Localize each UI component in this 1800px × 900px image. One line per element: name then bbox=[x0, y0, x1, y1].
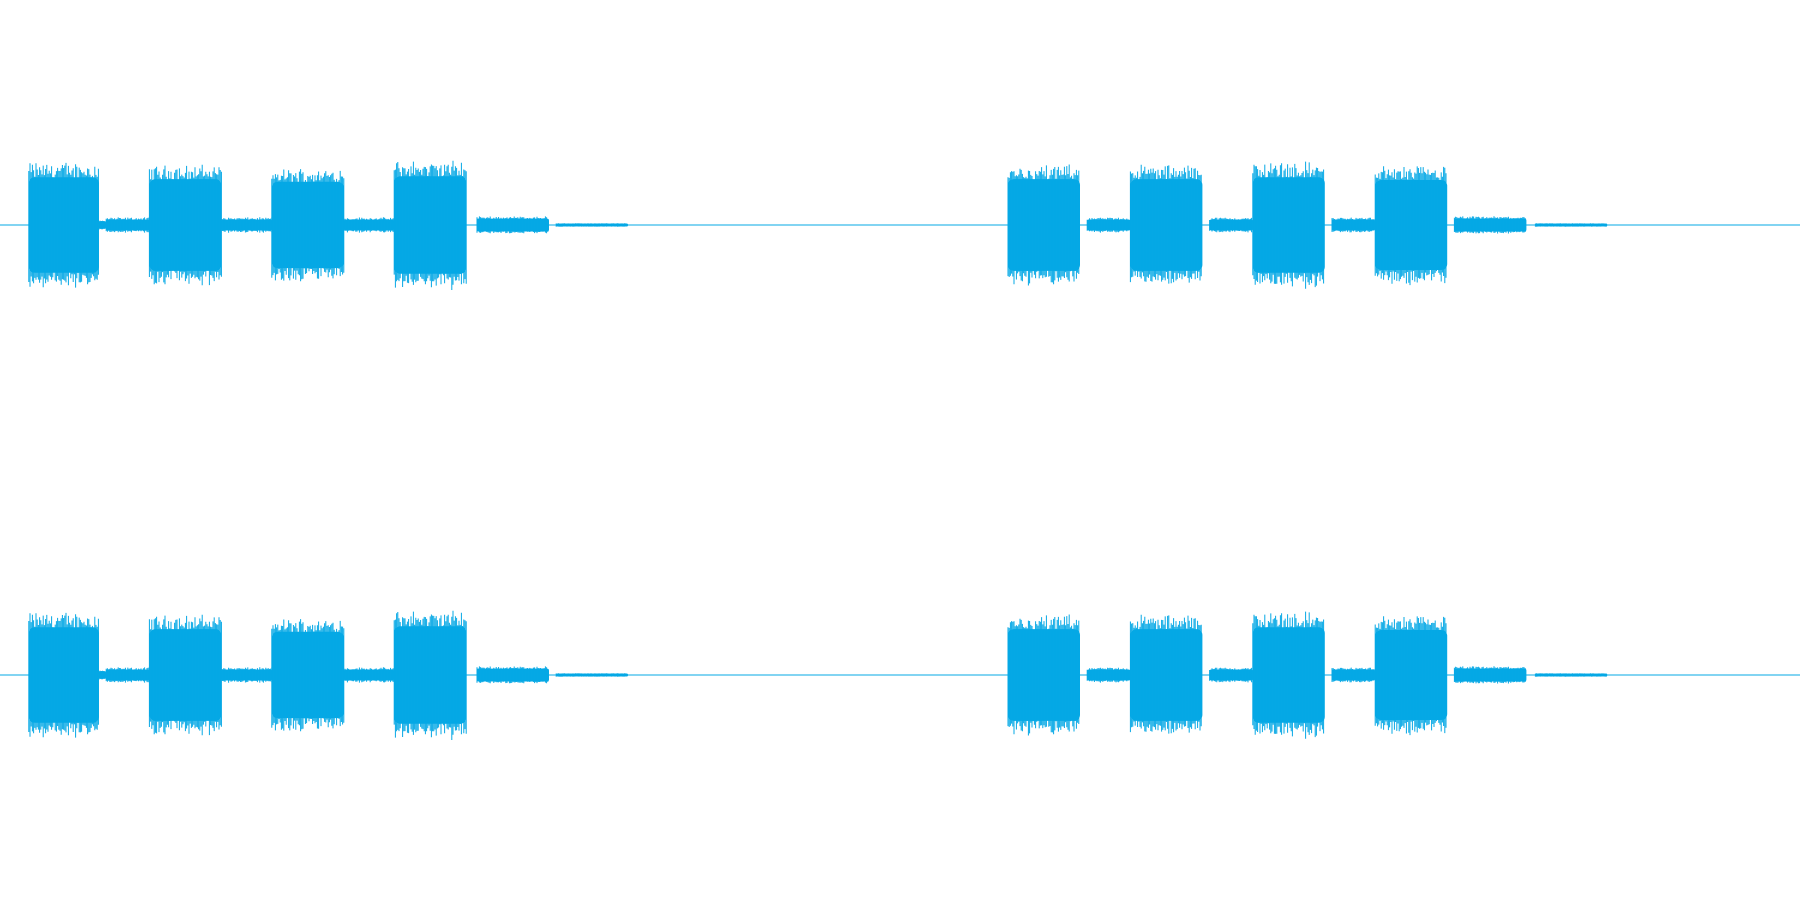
waveform-burst bbox=[1086, 667, 1130, 683]
channel-2-waveform bbox=[0, 610, 1800, 740]
waveform-burst bbox=[1331, 217, 1375, 233]
waveform-burst bbox=[343, 217, 395, 233]
waveform-burst bbox=[28, 162, 99, 288]
waveform-burst bbox=[476, 216, 549, 234]
waveform-burst bbox=[1209, 667, 1253, 683]
waveform-burst bbox=[555, 673, 628, 677]
waveform-burst bbox=[1007, 614, 1080, 736]
waveform-burst bbox=[98, 670, 106, 680]
waveform-burst bbox=[1453, 666, 1526, 684]
waveform-burst bbox=[393, 160, 467, 290]
waveform-burst bbox=[220, 667, 273, 683]
waveform-burst bbox=[1086, 217, 1130, 233]
waveform-burst bbox=[271, 169, 345, 282]
waveform-burst bbox=[1007, 164, 1080, 286]
waveform-burst bbox=[1252, 161, 1325, 289]
waveform-burst bbox=[271, 619, 345, 732]
waveform-burst bbox=[105, 667, 150, 683]
waveform-burst bbox=[555, 223, 628, 227]
waveform-burst bbox=[148, 614, 222, 736]
waveform-burst bbox=[393, 610, 467, 740]
waveform-burst bbox=[1252, 611, 1325, 739]
waveform-burst bbox=[343, 667, 395, 683]
waveform-burst bbox=[476, 666, 549, 684]
channel-1-waveform bbox=[0, 160, 1800, 290]
waveform-burst bbox=[1534, 673, 1607, 677]
waveform-burst bbox=[1374, 616, 1447, 736]
waveform-burst bbox=[1374, 166, 1447, 286]
waveform-burst bbox=[1453, 216, 1526, 234]
waveform-burst bbox=[105, 217, 150, 233]
waveform-burst bbox=[1534, 223, 1607, 227]
waveform-burst bbox=[98, 220, 106, 230]
waveform-burst bbox=[1129, 614, 1202, 734]
waveform-burst bbox=[1209, 217, 1253, 233]
waveform-burst bbox=[28, 612, 99, 738]
waveform-burst bbox=[1331, 667, 1375, 683]
waveform-burst bbox=[1129, 164, 1202, 284]
waveform-burst bbox=[148, 164, 222, 286]
waveform-burst bbox=[220, 217, 273, 233]
